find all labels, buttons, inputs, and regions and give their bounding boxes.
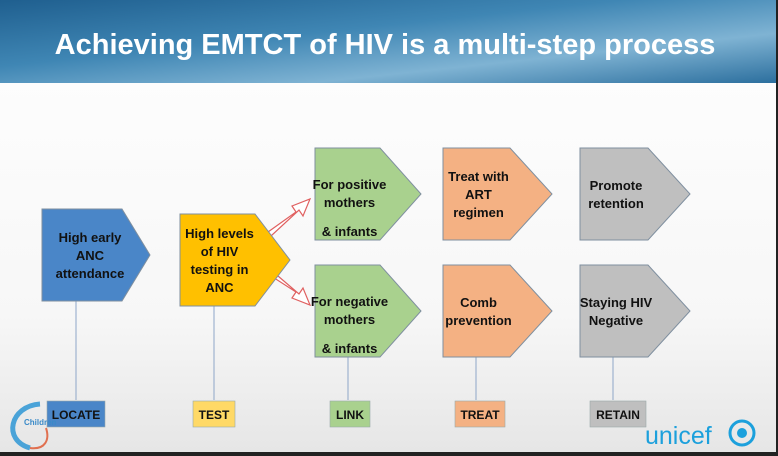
step-test: High levels of HIV testing in ANC: [179, 213, 291, 307]
stage-label-text: TEST: [199, 408, 230, 422]
step-text: ART: [465, 187, 492, 202]
pentagon-arrow-shape: [314, 147, 422, 241]
stage-label-locate: LOCATE: [46, 400, 106, 428]
slide-title: Achieving EMTCT of HIV is a multi-step p…: [55, 29, 716, 61]
step-retain-positive: Promote retention: [579, 147, 691, 241]
step-text: retention: [588, 196, 644, 211]
step-retain-negative: Staying HIV Negative: [579, 264, 691, 358]
children-logo: Children: [10, 401, 57, 451]
step-text: of HIV: [201, 244, 239, 259]
step-text: regimen: [453, 205, 504, 220]
step-text: Treat with: [448, 169, 509, 184]
step-text: For positive: [313, 177, 387, 192]
step-text: High early: [59, 230, 123, 245]
step-text: Promote: [590, 178, 643, 193]
pentagon-arrow-shape: [579, 147, 691, 241]
arrow-to-positive: [267, 197, 312, 237]
step-link-negative: For negative mothers & infants: [311, 264, 422, 358]
pentagon-arrow-shape: [314, 264, 422, 358]
pentagon-arrow-shape: [41, 208, 151, 302]
step-text: attendance: [56, 266, 125, 281]
stage-label-text: LINK: [336, 408, 364, 422]
stage-label-text: TREAT: [460, 408, 500, 422]
step-text: High levels: [185, 226, 254, 241]
step-text: mothers: [324, 312, 375, 327]
connector-lines: [75, 300, 614, 400]
step-text: mothers: [324, 195, 375, 210]
step-text: & infants: [322, 224, 378, 239]
pentagon-arrow-shape: [442, 147, 553, 241]
stage-label-treat: TREAT: [454, 400, 506, 428]
svg-text:unicef: unicef: [645, 422, 712, 450]
step-link-positive: For positive mothers & infants: [313, 147, 422, 241]
stage-label-test: TEST: [192, 400, 236, 428]
step-text: testing in: [191, 262, 249, 277]
step-text: Negative: [589, 313, 643, 328]
stage-label-text: LOCATE: [52, 408, 100, 422]
step-text: Staying HIV: [580, 295, 653, 310]
pentagon-arrow-shape: [579, 264, 691, 358]
globe-icon: [728, 419, 756, 447]
step-text: ANC: [205, 280, 234, 295]
step-text: & infants: [322, 341, 378, 356]
stage-label-text: RETAIN: [596, 408, 640, 422]
title-banner: [0, 0, 778, 83]
pentagon-arrow-shape: [442, 264, 553, 358]
stage-label-link: LINK: [329, 400, 371, 428]
step-text: Comb: [460, 295, 497, 310]
step-text: prevention: [445, 313, 512, 328]
step-treat-negative: Comb prevention: [442, 264, 553, 358]
stage-label-retain: RETAIN: [589, 400, 647, 428]
svg-text:Children: Children: [24, 418, 57, 427]
step-text: ANC: [76, 248, 105, 263]
step-text: For negative: [311, 294, 388, 309]
unicef-logo: unicef: [645, 419, 756, 450]
pentagon-arrow-shape: [179, 213, 291, 307]
